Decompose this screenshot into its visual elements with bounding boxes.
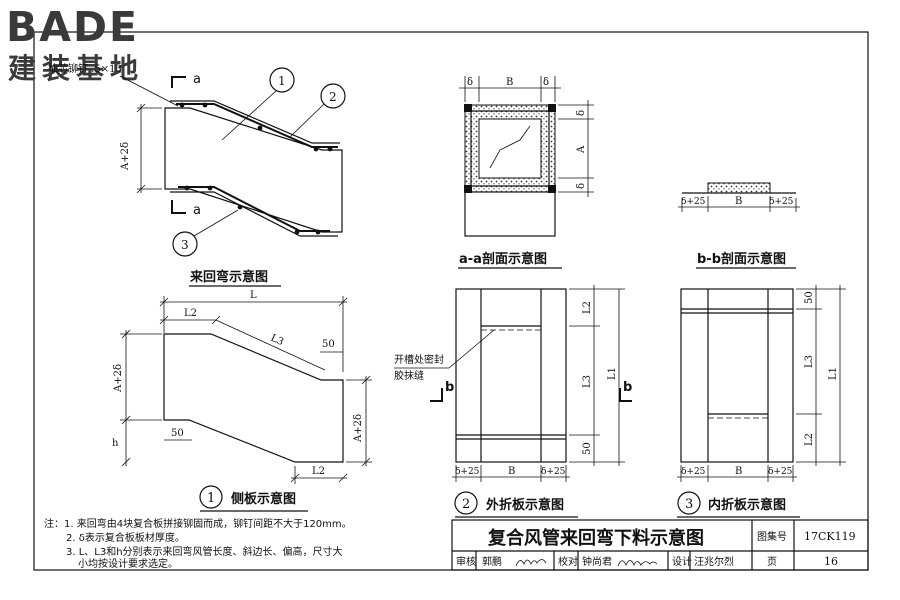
caption-inner-number: 3 bbox=[685, 497, 693, 512]
side-dim-50-bottom: 50 bbox=[171, 428, 184, 439]
aa-dim-delta-left: δ bbox=[467, 77, 473, 88]
inner-panel-diagram: 50 L3 L2 L1 δ+25 B δ+25 3 内折板示意图 bbox=[677, 285, 846, 518]
seal-note-line2: 胶抹缝 bbox=[394, 369, 424, 382]
bade-logo: BADE 建装基地 bbox=[6, 3, 144, 85]
outer-dim-l3: L3 bbox=[582, 375, 593, 388]
check-label: 校对 bbox=[558, 555, 578, 568]
aa-dim-delta-right: δ bbox=[543, 77, 549, 88]
elbow-diagram: a a A+2δ 1 2 3 来回弯示意图 bbox=[120, 67, 346, 287]
aa-dim-a: A bbox=[576, 145, 587, 154]
elbow-callout-1: 1 bbox=[278, 74, 286, 88]
caption-side: 侧板示意图 bbox=[231, 491, 296, 507]
side-dim-l2-bottom: L2 bbox=[312, 466, 325, 477]
outer-dim-d25-left: δ+25 bbox=[455, 467, 480, 477]
check-name: 钟尚君 bbox=[582, 555, 612, 568]
page-label: 页 bbox=[767, 556, 777, 568]
atlas-label: 图集号 bbox=[757, 530, 787, 543]
title-block: 复合风管来回弯下料示意图 图集号 17CK119 审核 郭鹏 校对 钟尚君 设计… bbox=[451, 519, 869, 571]
bb-dim-b: B bbox=[735, 196, 742, 207]
review-label: 审核 bbox=[456, 555, 476, 568]
inner-dim-l2: L2 bbox=[804, 433, 815, 446]
outer-dim-b: B bbox=[508, 466, 515, 477]
bb-dim-d25-left: δ+25 bbox=[681, 197, 706, 207]
inner-dim-d25-right: δ+25 bbox=[768, 467, 793, 477]
caption-outer-number: 2 bbox=[462, 497, 470, 512]
elbow-dim-a2d: A+2δ bbox=[120, 142, 131, 171]
note-line-4: 小均按设计要求选定。 bbox=[78, 557, 178, 570]
side-dim-50-top: 50 bbox=[322, 339, 335, 350]
section-a-top: a bbox=[193, 72, 201, 87]
seal-note-line1: 开槽处密封 bbox=[394, 353, 444, 366]
side-dim-l: L bbox=[250, 290, 257, 301]
caption-section-bb: b-b剖面示意图 bbox=[697, 251, 786, 267]
note-line-2: 2. δ表示复合板板材厚度。 bbox=[66, 531, 185, 544]
caption-elbow: 来回弯示意图 bbox=[189, 269, 268, 285]
notes-block: 注：1. 来回弯由4块复合板拼接铆固而成，铆钉间距不大于120mm。 2. δ表… bbox=[44, 517, 352, 570]
inner-dim-d25-left: δ+25 bbox=[681, 467, 706, 477]
section-aa-diagram: δ B δ δ A δ a-a剖面示意图 bbox=[458, 76, 594, 269]
outer-dim-d25-right: δ+25 bbox=[541, 467, 566, 477]
bb-dim-d25-right: δ+25 bbox=[769, 197, 794, 207]
section-bb-diagram: δ+25 B δ+25 b-b剖面示意图 bbox=[678, 182, 800, 269]
section-a-bottom: a bbox=[193, 203, 201, 218]
outer-panel-diagram: b b 开槽处密封 胶抹缝 L2 L3 50 L1 δ+25 B δ+25 2 … bbox=[394, 285, 632, 518]
elbow-callout-3: 3 bbox=[181, 238, 189, 252]
logo-latin: BADE bbox=[6, 3, 139, 51]
note-line-1: 注：1. 来回弯由4块复合板拼接铆固而成，铆钉间距不大于120mm。 bbox=[44, 517, 352, 530]
logo-cn: 建装基地 bbox=[8, 52, 144, 85]
side-dim-a2d-left: A+2δ bbox=[113, 364, 124, 393]
aa-dim-delta-bottom: δ bbox=[576, 183, 587, 189]
title-main: 复合风管来回弯下料示意图 bbox=[487, 527, 704, 549]
outer-dim-l2: L2 bbox=[582, 301, 593, 314]
side-dim-h: h bbox=[112, 438, 119, 449]
caption-outer: 外折板示意图 bbox=[485, 497, 564, 513]
elbow-callout-2: 2 bbox=[329, 90, 337, 104]
outer-section-b-right: b bbox=[623, 380, 632, 395]
caption-inner: 内折板示意图 bbox=[708, 497, 786, 513]
inner-dim-b: B bbox=[735, 466, 742, 477]
aa-dim-delta-top: δ bbox=[576, 110, 587, 116]
review-signature bbox=[515, 559, 547, 567]
inner-dim-50: 50 bbox=[804, 291, 815, 304]
inner-dim-l1: L1 bbox=[828, 367, 839, 380]
check-signature bbox=[617, 560, 658, 567]
page-value: 16 bbox=[824, 555, 838, 568]
review-name: 郭鹏 bbox=[482, 555, 502, 568]
inner-dim-l3: L3 bbox=[804, 355, 815, 368]
design-label: 设计 bbox=[672, 555, 692, 568]
note-line-3: 3. L、L3和h分别表示来回弯风管长度、斜边长、偏高，尺寸大 bbox=[66, 545, 343, 558]
caption-side-number: 1 bbox=[207, 491, 215, 506]
outer-dim-l1: L1 bbox=[607, 367, 618, 380]
side-dim-a2d-right: A+2δ bbox=[353, 414, 364, 443]
caption-section-aa: a-a剖面示意图 bbox=[459, 251, 547, 267]
design-name: 汪兆尔烈 bbox=[694, 555, 734, 568]
aa-dim-b: B bbox=[506, 77, 513, 88]
side-dim-l3: L3 bbox=[269, 333, 285, 348]
sheet-border bbox=[33, 31, 869, 571]
side-dim-l2-top: L2 bbox=[184, 308, 197, 319]
atlas-value: 17CK119 bbox=[804, 530, 856, 543]
outer-section-b-left: b bbox=[445, 380, 454, 395]
outer-dim-50: 50 bbox=[582, 442, 593, 455]
side-panel-diagram: L L2 L3 50 A+2δ h 50 A+2δ bbox=[112, 290, 372, 512]
rivet-note: 抽芯铆钉 .5×13 bbox=[48, 62, 122, 75]
